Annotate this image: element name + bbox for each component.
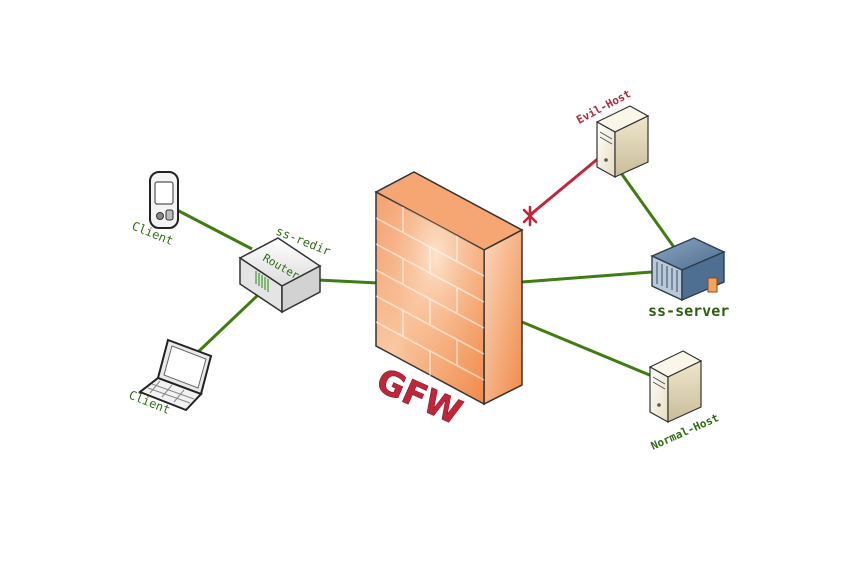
link-gfw-evil-host-blocked [529,155,601,217]
server-tower-icon [648,350,703,424]
firewall-icon: GFW [370,171,524,434]
blocked-mark-icon [522,205,538,227]
rack-server-icon [650,237,726,302]
link-evil-host-ss-server [614,165,678,251]
link-phone-router [176,208,253,251]
pda-icon [149,171,179,229]
router-icon [238,237,322,314]
links [176,155,678,378]
laptop-icon [137,338,213,412]
client-phone-node: Client [130,171,179,248]
evil-host-node: Evil-Host [574,87,650,179]
link-laptop-router [196,293,260,354]
client-laptop-node: Client [127,338,213,417]
ss-server-label: ss-server [648,302,729,320]
normal-host-node: Normal-Host [648,350,721,453]
ss-server-node: ss-server [648,237,729,320]
link-gfw-normal-host [521,320,653,378]
link-gfw-ss-server [521,270,653,284]
link-router-gfw [317,278,379,285]
router-node: Router ss-redir [238,224,333,314]
server-tower-icon [595,105,650,179]
